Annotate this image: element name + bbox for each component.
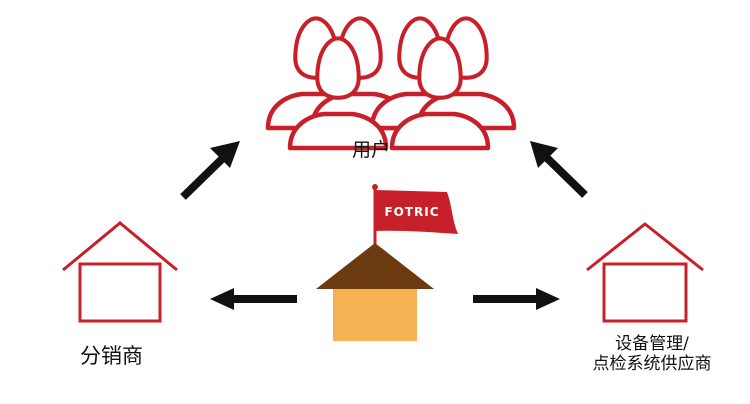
arrow-supplier-to-users-icon bbox=[530, 141, 588, 198]
flag-brand-text: FOTRIC bbox=[384, 205, 439, 219]
flag-icon bbox=[375, 190, 458, 234]
supplier-label-line-1: 设备管理/ bbox=[615, 334, 689, 354]
center-house-with-flag-icon: FOTRIC bbox=[316, 184, 458, 341]
supplier-house-icon bbox=[586, 222, 704, 323]
arrow-distributor-to-users-icon bbox=[180, 141, 240, 200]
distributor-label: 分销商 bbox=[80, 344, 143, 368]
people-group-icon bbox=[268, 18, 514, 148]
arrow-center-to-supplier-icon bbox=[473, 288, 560, 310]
distributor-house-icon bbox=[62, 221, 178, 323]
arrow-center-to-distributor-icon bbox=[210, 288, 297, 310]
supplier-label: 设备管理/ 点检系统供应商 bbox=[572, 334, 732, 374]
users-label: 用户 bbox=[352, 139, 391, 161]
supplier-label-line-2: 点检系统供应商 bbox=[592, 353, 712, 374]
